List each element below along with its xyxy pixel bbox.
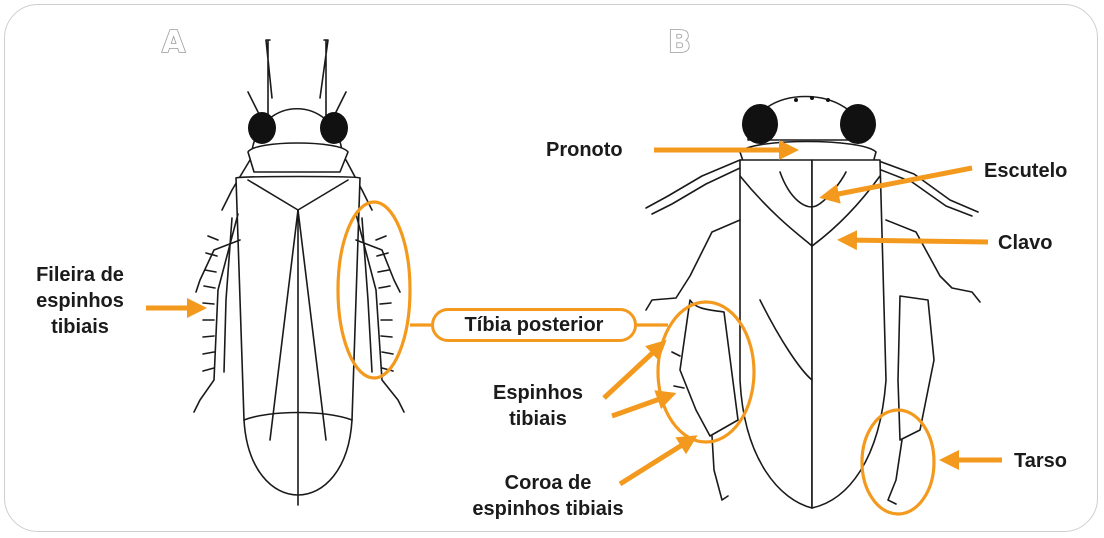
- label-fileira-espinhos: Fileira de espinhos tibiais: [18, 262, 142, 340]
- label-clavo: Clavo: [998, 230, 1052, 256]
- arrow-espinhos-1: [604, 346, 660, 398]
- label-tibia-posterior: Tíbia posterior: [431, 308, 637, 342]
- label-coroa-espinhos: Coroa de espinhos tibiais: [448, 470, 648, 522]
- label-pronoto: Pronoto: [546, 137, 623, 163]
- label-espinhos-tibiais: Espinhos tibiais: [478, 380, 598, 432]
- label-tarso: Tarso: [1014, 448, 1067, 474]
- arrow-clavo: [846, 240, 988, 242]
- panel-letter-a: A: [162, 25, 186, 60]
- insect-a-illustration: [194, 40, 404, 505]
- panel-letter-b: B: [668, 25, 691, 60]
- arrow-espinhos-2: [612, 396, 668, 416]
- label-escutelo: Escutelo: [984, 158, 1067, 184]
